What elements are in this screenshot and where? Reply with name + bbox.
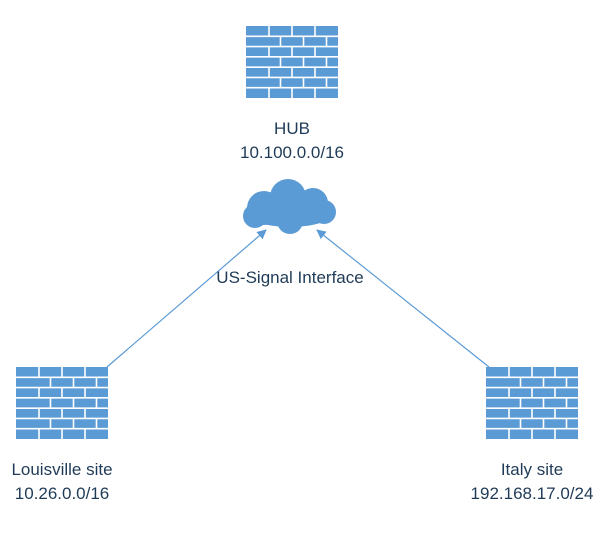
hub-firewall-icon <box>246 26 338 98</box>
louisville-firewall-icon <box>16 367 108 439</box>
italy-firewall-icon <box>486 367 578 439</box>
cloud-icon <box>243 179 336 234</box>
italy-name: Italy site <box>500 460 564 479</box>
link-label-text: US-Signal Interface <box>216 268 364 287</box>
hub-name: HUB <box>274 119 310 138</box>
firewall-body <box>486 367 578 439</box>
italy-subnet: 192.168.17.0/24 <box>470 484 594 503</box>
italy-to-cloud-arrow <box>316 229 490 368</box>
louisville-to-cloud-arrow <box>106 229 267 368</box>
hub-subnet: 10.100.0.0/16 <box>240 143 344 162</box>
firewall-body <box>246 26 338 98</box>
louisville-subnet: 10.26.0.0/16 <box>14 484 110 503</box>
hub-label: HUB 10.100.0.0/16 <box>192 117 392 165</box>
italy-label: Italy site 192.168.17.0/24 <box>432 458 616 506</box>
firewall-body <box>16 367 108 439</box>
louisville-label: Louisville site 10.26.0.0/16 <box>0 458 162 506</box>
louisville-name: Louisville site <box>11 460 113 479</box>
link-label: US-Signal Interface <box>190 266 390 290</box>
